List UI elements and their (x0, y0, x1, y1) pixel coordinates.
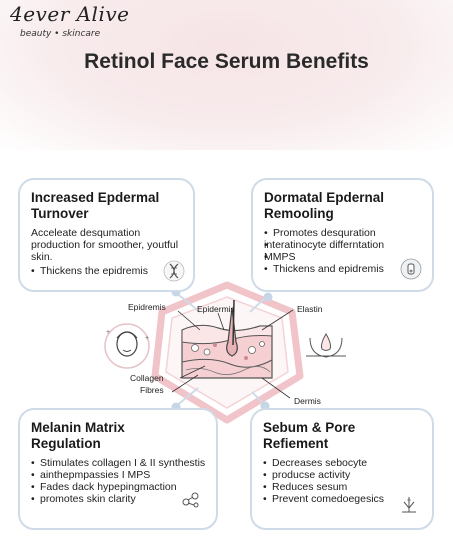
pore-icon (402, 497, 416, 513)
card-bullet-list: Decreases sebocyte producse activity Red… (263, 457, 422, 505)
face-icon: + + (104, 323, 150, 369)
vial-icon (400, 258, 422, 280)
svg-text:+: + (145, 335, 149, 342)
header-background (0, 0, 453, 150)
card-epidermal-remodeling: Dormatal Epdernal Remooling Promotes des… (251, 178, 434, 292)
molecule-icon (182, 492, 199, 508)
brand-logo: 4ever Alive beauty • skincare (10, 2, 130, 42)
card-bullet-list: Stimulates collagen I & II synthestis ai… (31, 457, 206, 505)
list-item: Prevent comedoegesics (263, 493, 422, 505)
list-item: Decreases sebocyte (263, 457, 422, 469)
card-description: Acceleate desqumation production for smo… (31, 227, 179, 263)
card-bullet-list: Thickens the epidremis (31, 265, 183, 277)
card-sebum-pore: Sebum & Pore Refiement Decreases sebocyt… (250, 408, 434, 530)
card-bullet-list: Promotes desquration interatinocyte diff… (264, 227, 422, 275)
label-epidermis-center: Epidermis (197, 304, 235, 314)
brand-name: 4ever Alive (10, 2, 130, 26)
list-item: Stimulates collagen I & II synthestis (31, 457, 206, 469)
list-item: producse activity (263, 469, 422, 481)
list-item: ainthepmpassies I MPS (31, 469, 206, 481)
svg-text:+: + (106, 329, 110, 336)
label-collagen: Collagen (130, 373, 164, 383)
label-elastin: Elastin (297, 304, 323, 314)
card-title: Dormatal Epdernal Remooling (264, 190, 385, 221)
connector-dot (263, 292, 273, 302)
list-item: interatinocyte differntation (264, 239, 422, 251)
hexagon-outline (151, 281, 304, 424)
card-title: Melanin Matrix Regulation (31, 420, 125, 451)
list-item: Fades dack hypepingmaction (31, 481, 206, 493)
card-title: Increased Epdermal Turnover (31, 190, 160, 221)
droplet-icon (306, 333, 346, 358)
label-fibres: Fibres (140, 385, 164, 395)
list-item: MMPS (264, 251, 422, 263)
list-item: Thickens the epidremis (31, 265, 183, 277)
list-item: promotes skin clarity (31, 493, 206, 505)
card-melanin-regulation: Melanin Matrix Regulation Stimulates col… (18, 408, 218, 530)
list-item: Promotes desquration (264, 227, 422, 239)
page-title: Retinol Face Serum Benefits (84, 50, 369, 73)
label-epidermis-left: Epidremis (128, 302, 166, 312)
connector-line (174, 291, 201, 313)
brand-tagline: beauty • skincare (20, 29, 101, 39)
list-item: Thickens and epidremis (264, 263, 422, 275)
card-title: Sebum & Pore Refiement (263, 420, 356, 451)
label-dermis: Dermis (294, 396, 321, 406)
dna-icon (163, 260, 185, 282)
connector-line (249, 297, 266, 313)
card-epidermal-turnover: Increased Epdermal Turnover Acceleate de… (18, 178, 195, 292)
list-item: Reduces sesum (263, 481, 422, 493)
